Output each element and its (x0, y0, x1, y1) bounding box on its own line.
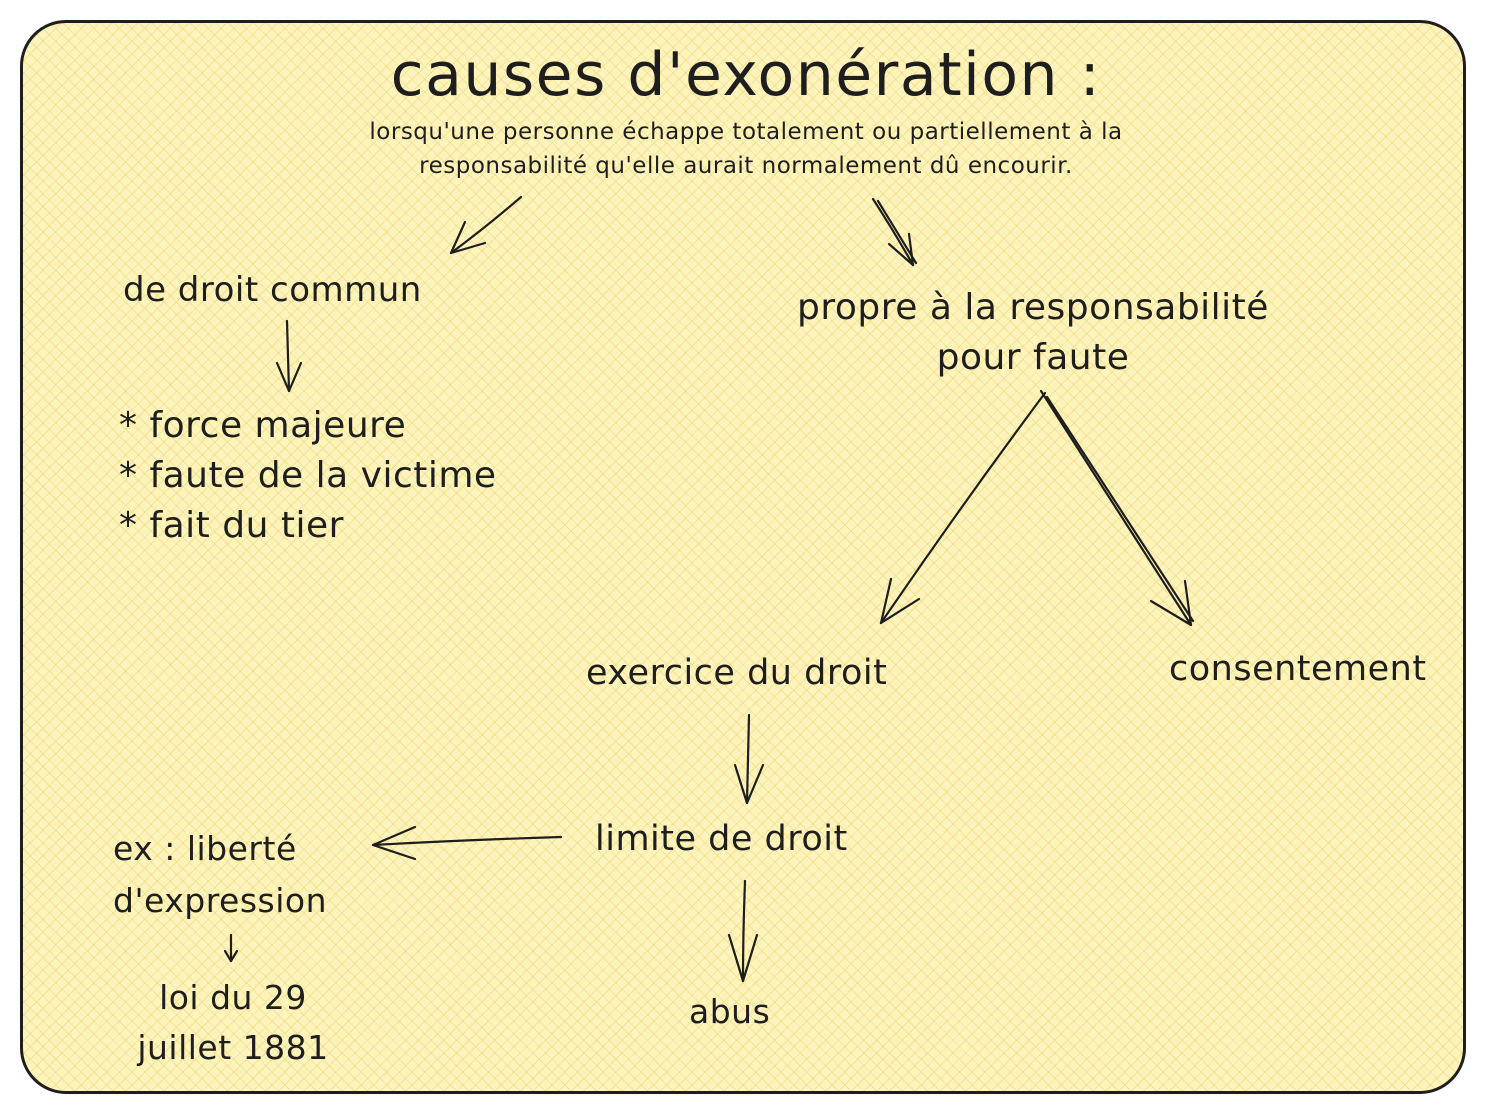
arrow-title-to-droit-commun[interactable] (449, 195, 523, 255)
arrow-limite-to-abus[interactable] (727, 879, 759, 983)
droit-commun-list[interactable]: * force majeure * faute de la victime * … (119, 401, 497, 551)
list-item-faute-victime: * faute de la victime (119, 455, 497, 496)
diagram-subtitle[interactable]: lorsqu'une personne échappe totalement o… (23, 115, 1463, 183)
node-abus[interactable]: abus (689, 992, 771, 1031)
arrow-exercice-to-limite[interactable] (733, 713, 765, 805)
node-loi-line-1: loi du 29 (159, 978, 307, 1017)
arrow-propre-to-exercice[interactable] (879, 391, 1047, 625)
diagram-title[interactable]: causes d'exonération : (390, 40, 1102, 110)
list-item-force-majeure: * force majeure (119, 405, 407, 446)
node-exemple-line-1: ex : liberté (113, 829, 297, 868)
arrow-exemple-to-loi[interactable] (223, 933, 239, 963)
node-loi-1881[interactable]: loi du 29 juillet 1881 (123, 973, 343, 1073)
subtitle-line-1: lorsqu'une personne échappe totalement o… (369, 119, 1123, 145)
node-limite-de-droit[interactable]: limite de droit (595, 819, 848, 859)
node-propre-responsabilite[interactable]: propre à la responsabilité pour faute (723, 283, 1343, 383)
node-consentement[interactable]: consentement (1169, 649, 1427, 689)
arrow-propre-to-consentement[interactable] (1039, 389, 1195, 627)
connector-arrows (223, 195, 1195, 983)
list-item-fait-tier: * fait du tier (119, 505, 344, 546)
arrow-title-to-propre[interactable] (871, 197, 918, 267)
arrow-droit-commun-to-list[interactable] (275, 319, 303, 393)
node-exemple-line-2: d'expression (113, 881, 328, 920)
canvas-board: causes d'exonération : lorsqu'une person… (20, 20, 1466, 1094)
node-loi-line-2: juillet 1881 (137, 1028, 329, 1067)
arrow-limite-to-exemple[interactable] (371, 825, 563, 861)
subtitle-line-2: responsabilité qu'elle aurait normalemen… (419, 153, 1073, 179)
node-exemple-liberte-expression[interactable]: ex : liberté d'expression (113, 823, 327, 927)
node-droit-commun[interactable]: de droit commun (123, 270, 422, 310)
node-propre-line-1: propre à la responsabilité (797, 287, 1269, 328)
node-propre-line-2: pour faute (936, 337, 1130, 378)
node-exercice-du-droit[interactable]: exercice du droit (586, 653, 888, 693)
